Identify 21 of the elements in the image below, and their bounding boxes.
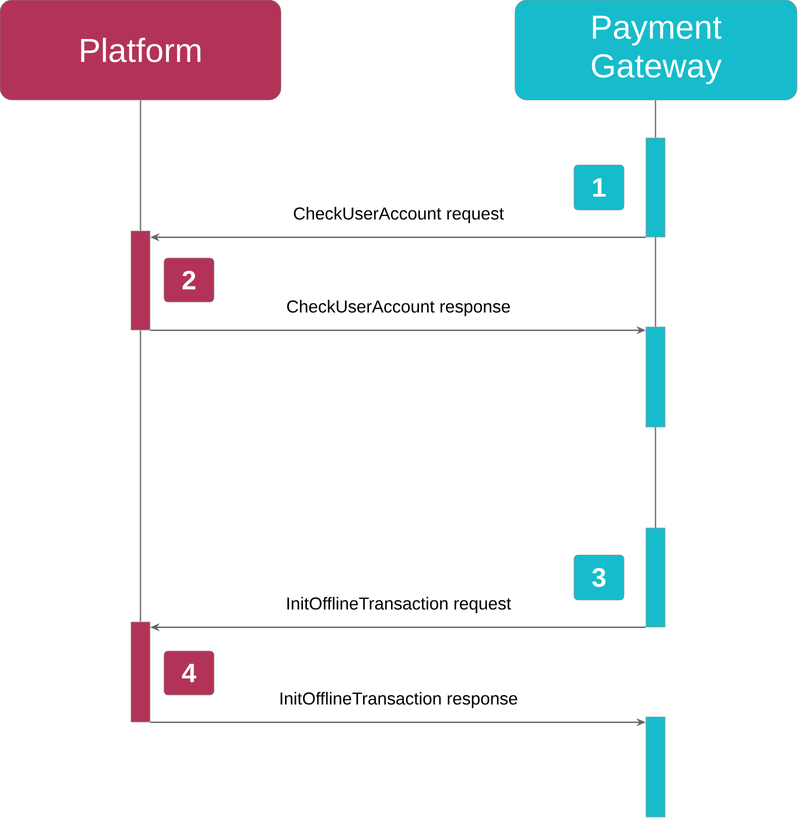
activation-bar — [646, 716, 666, 818]
activation-bar — [646, 528, 666, 628]
lifeline — [140, 330, 142, 622]
step-number-badge: 1 — [574, 164, 624, 210]
activation-bar — [646, 326, 666, 428]
edge-label: CheckUserAccount request — [292, 206, 506, 224]
activation-bar — [130, 230, 150, 330]
lifeline — [654, 237, 656, 327]
lifeline — [654, 427, 656, 528]
edge-label: CheckUserAccount response — [284, 298, 512, 318]
edge-label: InitOfflineTransaction response — [278, 690, 520, 710]
lifeline-header: Payment Gateway — [514, 0, 798, 100]
activation-bar — [130, 622, 150, 722]
step-number-badge: 2 — [164, 258, 214, 302]
activation-bar — [646, 138, 666, 238]
step-number-badge: 3 — [574, 554, 624, 600]
lifeline — [140, 100, 142, 231]
lifeline-header: Platform — [0, 0, 282, 100]
lifeline — [654, 100, 656, 138]
edge-label: InitOfflineTransaction request — [284, 596, 513, 614]
step-number-badge: 4 — [164, 650, 214, 696]
